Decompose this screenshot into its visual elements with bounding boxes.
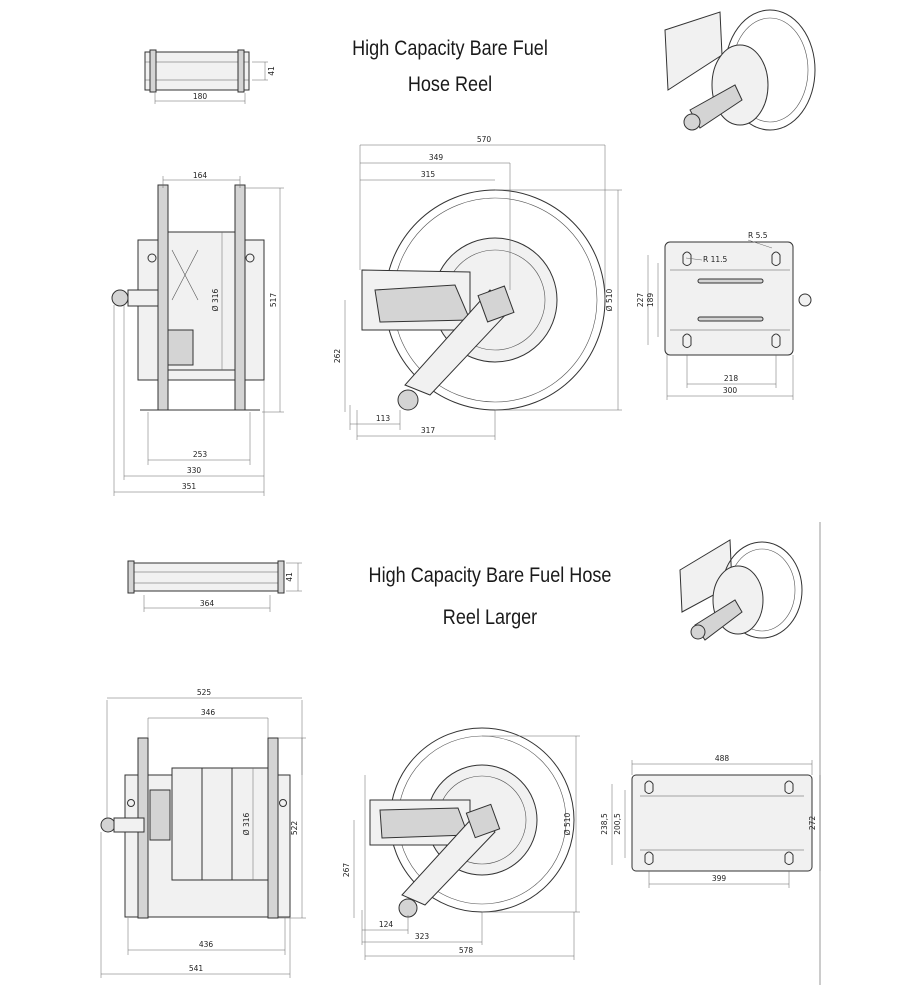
dim-side-1-517: 517 xyxy=(269,293,278,308)
isometric-view-2 xyxy=(679,539,803,641)
dim-front-2-267: 267 xyxy=(342,863,351,878)
dim-front-1-349: 349 xyxy=(429,153,444,162)
dim-side-1-330: 330 xyxy=(187,466,202,475)
dim-front-2-323: 323 xyxy=(415,932,430,941)
dim-front-1-570: 570 xyxy=(477,135,492,144)
dim-side-2-541: 541 xyxy=(189,964,204,973)
dim-front-2-578: 578 xyxy=(459,946,474,955)
dim-front-1-113: 113 xyxy=(376,414,391,423)
dim-front-2-diameter: Ø 510 xyxy=(563,812,572,835)
dim-side-2-525: 525 xyxy=(197,688,212,697)
dim-bracket-2-2385: 238,5 xyxy=(600,813,609,835)
reel-title-1-line-2: Hose Reel xyxy=(407,73,493,96)
dim-front-1-317: 317 xyxy=(421,426,436,435)
dim-bracket-1-227: 227 xyxy=(636,293,645,308)
reel-title-2-line-1: High Capacity Bare Fuel Hose xyxy=(368,564,612,587)
side-view-1: 164 517 Ø 316 253 330 351 xyxy=(111,171,284,496)
dim-bracket-2-272: 272 xyxy=(808,816,817,831)
bracket-view-2: 488 238,5 200,5 272 399 xyxy=(600,754,821,888)
dim-top-2-height: 41 xyxy=(285,572,294,582)
dim-bracket-2-399: 399 xyxy=(712,874,727,883)
dim-side-1-164: 164 xyxy=(193,171,208,180)
dim-front-1-diameter: Ø 510 xyxy=(605,288,614,311)
dim-side-1-351: 351 xyxy=(182,482,197,491)
dim-bracket-2-2005: 200,5 xyxy=(613,813,622,835)
dim-bracket-1-r115: R 11.5 xyxy=(703,255,728,264)
dim-top-2-width: 364 xyxy=(200,599,215,608)
dim-bracket-1-189: 189 xyxy=(646,293,655,308)
reel-title-2-line-2: Reel Larger xyxy=(442,606,538,629)
dim-bracket-1-r55: R 5.5 xyxy=(748,231,768,240)
isometric-view-1 xyxy=(664,9,816,131)
top-view-1: 180 41 xyxy=(144,49,276,104)
dim-bracket-2-488: 488 xyxy=(715,754,730,763)
side-view-2: 525 346 Ø 316 522 436 541 xyxy=(100,688,306,978)
dim-top-1-height: 41 xyxy=(267,66,276,76)
dim-side-1-253: 253 xyxy=(193,450,208,459)
dim-side-2-522: 522 xyxy=(290,821,299,836)
dim-top-1-width: 180 xyxy=(193,92,208,101)
reel-title-1-line-1: High Capacity Bare Fuel xyxy=(352,37,548,60)
bracket-view-1: R 5.5 R 11.5 227 189 218 300 xyxy=(636,231,812,400)
top-view-2: 364 41 xyxy=(127,560,302,612)
dim-side-2-diameter: Ø 316 xyxy=(242,812,251,835)
dim-bracket-1-300: 300 xyxy=(723,386,738,395)
dim-side-1-diameter: Ø 316 xyxy=(211,288,220,311)
dim-front-1-262: 262 xyxy=(333,349,342,364)
front-view-2: Ø 510 267 124 323 578 xyxy=(342,727,580,960)
dim-front-1-315: 315 xyxy=(421,170,436,179)
dim-side-2-436: 436 xyxy=(199,940,214,949)
dim-front-2-124: 124 xyxy=(379,920,394,929)
dim-bracket-1-218: 218 xyxy=(724,374,739,383)
dim-side-2-346: 346 xyxy=(201,708,216,717)
front-view-1: 570 349 315 Ø 510 262 113 317 xyxy=(333,135,622,440)
